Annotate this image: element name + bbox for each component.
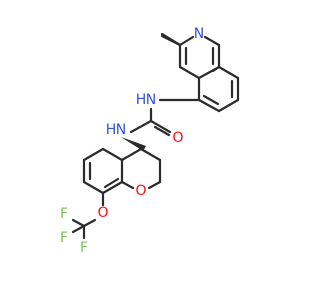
bond xyxy=(197,98,221,113)
bond xyxy=(71,224,86,234)
bond xyxy=(202,94,220,106)
bond xyxy=(82,218,97,228)
atom-label-amide-nitrogen-2: N xyxy=(116,122,126,138)
atom-label-amide-hydrogen-1: H xyxy=(136,92,147,108)
atom-label-fluorine-1: F xyxy=(60,206,68,222)
bond xyxy=(160,32,182,47)
bond xyxy=(178,65,201,80)
bond xyxy=(103,177,120,189)
bond xyxy=(211,65,221,73)
bond xyxy=(153,125,171,137)
atom-label-ring-oxygen: O xyxy=(135,183,146,199)
atom-label-amide-nitrogen-1: N xyxy=(146,92,156,108)
bond xyxy=(82,147,105,162)
bond xyxy=(203,35,221,47)
bond xyxy=(217,98,240,113)
bond xyxy=(120,147,143,162)
chemical-structure: N N H O N H O O F F F xyxy=(60,26,240,256)
atom-labels: N N H O N H O O F F F xyxy=(60,26,204,256)
atom-label-ether-oxygen: O xyxy=(97,205,108,221)
bond xyxy=(101,180,124,195)
atom-label-fluorine-2: F xyxy=(60,230,68,246)
bond xyxy=(82,180,105,195)
atom-label-carbonyl-oxygen: O xyxy=(172,130,183,146)
bond xyxy=(139,147,162,162)
atom-label-fluorine-3: F xyxy=(80,240,88,256)
stereo-wedge xyxy=(121,137,146,151)
atom-label-ring-nitrogen: N xyxy=(194,26,204,42)
bond xyxy=(120,180,135,190)
bond-skeleton xyxy=(71,32,240,240)
bond xyxy=(101,147,124,162)
bond xyxy=(178,35,195,47)
bond xyxy=(147,180,162,190)
bond xyxy=(129,119,153,134)
atom-label-amide-hydrogen-2: H xyxy=(106,122,117,138)
bond xyxy=(217,65,240,80)
bond xyxy=(71,218,86,228)
bond xyxy=(149,119,172,134)
